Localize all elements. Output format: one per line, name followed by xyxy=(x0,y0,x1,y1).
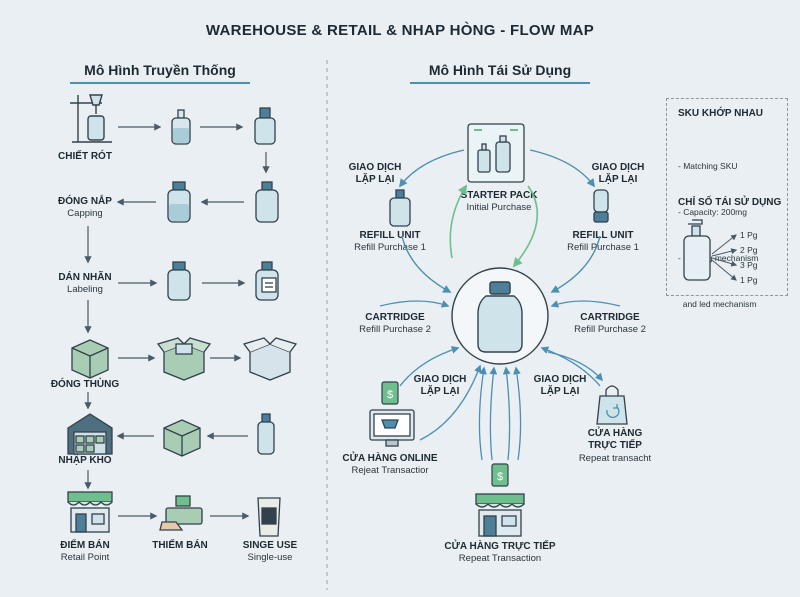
page-title: WAREHOUSE & RETAIL & NHAP HÒNG - FLOW MA… xyxy=(205,22,595,39)
step-diem-ban-label: ĐIỂM BÁN xyxy=(60,540,110,551)
repeat-arrow xyxy=(478,366,487,461)
starter-pack-label: STARTER PACK xyxy=(460,190,538,201)
cartridge-left-label: CARTRIDGE xyxy=(365,312,425,323)
cycle-arrow xyxy=(529,149,595,188)
money-tag-icon: $ xyxy=(381,381,399,405)
right-heading-underline xyxy=(410,82,590,84)
reuse-value-3: 3 Pg xyxy=(740,260,758,270)
repeat-right-label: GIAO DỊCH LẶP LẠI xyxy=(533,374,587,397)
cycle-arrow xyxy=(401,235,452,293)
starter-to-bottle-arrow xyxy=(512,185,539,268)
box-icon xyxy=(163,419,201,457)
refill-right-sub: Refill Purchase 1 xyxy=(567,242,639,253)
left-heading-underline xyxy=(70,82,250,84)
refill-right-label: REFILL UNIT xyxy=(572,230,634,241)
pump-bottle-icon xyxy=(683,219,711,281)
filling-station-icon xyxy=(70,94,112,143)
reuse-title: CHỈ SỐ TÁI SỬ DỤNG xyxy=(678,197,782,208)
retail-store-icon xyxy=(475,493,525,537)
online-store-icon xyxy=(369,409,415,447)
step-chiet-rot-label: CHIẾT RÓT xyxy=(58,151,112,162)
repeat-arrow xyxy=(399,346,460,387)
reusable-bottle-icon xyxy=(477,281,523,353)
open-box-icon xyxy=(242,337,298,381)
open-box-icon xyxy=(156,337,212,381)
cartridge-right-sub: Refill Purchase 2 xyxy=(574,324,646,335)
capped-bottle-icon xyxy=(254,107,276,145)
sku-title: SKU KHỚP NHAU xyxy=(678,108,764,119)
step-nhap-kho-label: NHẬP KHO xyxy=(58,455,112,466)
starter-pack-icon xyxy=(467,123,525,183)
filling-bottle-icon xyxy=(171,109,191,145)
bottle-icon xyxy=(255,181,279,223)
reuse-rays xyxy=(711,234,738,281)
store-right-sub: Repeat transacht xyxy=(578,453,652,464)
store-bottom-sub: Repeat Transaction xyxy=(458,553,542,564)
left-heading: Mô Hình Truyền Thống xyxy=(60,62,260,84)
sku-item: - Matching SKU xyxy=(678,161,738,171)
right-heading-text: Mô Hình Tái Sử Dụng xyxy=(428,62,572,78)
online-store-sub: Rejeat Transactior xyxy=(351,465,429,476)
svg-text:$: $ xyxy=(387,389,393,401)
cartridge-right-label: CARTRIDGE xyxy=(580,312,640,323)
money-tag-icon: $ xyxy=(491,463,509,487)
step-thiem-ban-label: THIẾM BÁN xyxy=(152,540,208,551)
svg-text:$: $ xyxy=(497,471,503,483)
warehouse-icon xyxy=(67,413,113,455)
step-dong-nap-sub: Capping xyxy=(67,208,103,219)
repeat-arrow xyxy=(489,366,498,461)
step-single-use-label: SINGE USE xyxy=(242,540,298,551)
starter-pack-sub: Initial Purchase xyxy=(466,202,532,213)
sku-sidebar xyxy=(666,98,788,296)
bottle-icon xyxy=(167,261,191,301)
step-single-use-sub: Single-use xyxy=(247,552,293,563)
starter-to-bottle-arrow xyxy=(449,184,468,259)
sku-item: - Capacity: 200mg xyxy=(678,207,747,217)
online-store-label: CỬA HÀNG ONLINE xyxy=(342,453,438,464)
repeat-arrow xyxy=(513,366,522,461)
refill-unit-icon-left xyxy=(389,189,411,227)
closed-box-icon xyxy=(71,339,109,379)
step-diem-ban-sub: Retail Point xyxy=(60,552,110,563)
reuse-value-2: 2 Pg xyxy=(740,245,758,255)
refill-left-sub: Refill Purchase 1 xyxy=(354,242,426,253)
right-heading: Mô Hình Tái Sử Dụng xyxy=(400,62,600,84)
store-right-label: CỬA HÀNG TRỰC TIẾP xyxy=(587,428,643,451)
refill-left-repeat: GIAO DỊCH LẶP LẠI xyxy=(348,162,402,185)
refill-right-repeat: GIAO DỊCH LẶP LẠI xyxy=(591,162,645,185)
cash-register-icon xyxy=(159,495,203,531)
step-dan-nhan-label: DÁN NHÃN xyxy=(58,272,112,283)
cartridge-arrow xyxy=(379,300,450,308)
sku-item: and led mechanism xyxy=(678,299,757,309)
refill-unit-icon-right xyxy=(593,189,609,223)
shop-icon xyxy=(67,491,113,533)
refill-left-label: REFILL UNIT xyxy=(359,230,421,241)
shopping-bag-icon xyxy=(596,385,628,425)
cycle-arrow xyxy=(550,235,601,293)
step-dong-thung-label: ĐÓNG THÙNG xyxy=(50,379,120,390)
bottle-icon xyxy=(167,181,191,223)
repeat-arrow xyxy=(540,346,601,387)
repeat-arrow xyxy=(502,366,511,461)
single-use-pouch-icon xyxy=(257,497,281,537)
spray-bottle-icon xyxy=(257,413,275,455)
labeled-bottle-icon xyxy=(255,261,279,301)
repeat-arrow xyxy=(547,351,604,382)
reuse-value-4: 1 Pg xyxy=(740,275,758,285)
step-dong-nap-label: ĐÓNG NẮP xyxy=(58,196,112,207)
reuse-value-1: 1 Pg xyxy=(740,230,758,240)
cartridge-arrow xyxy=(550,300,621,308)
left-heading-text: Mô Hình Truyền Thống xyxy=(84,62,236,78)
cycle-arrow xyxy=(398,149,465,188)
step-dan-nhan-sub: Labeling xyxy=(67,284,103,295)
store-bottom-label: CỬA HÀNG TRỰC TIẾP xyxy=(444,541,556,552)
repeat-left-label: GIAO DỊCH LẶP LẠI xyxy=(413,374,467,397)
repeat-arrow xyxy=(419,364,482,441)
cartridge-left-sub: Refill Purchase 2 xyxy=(359,324,431,335)
